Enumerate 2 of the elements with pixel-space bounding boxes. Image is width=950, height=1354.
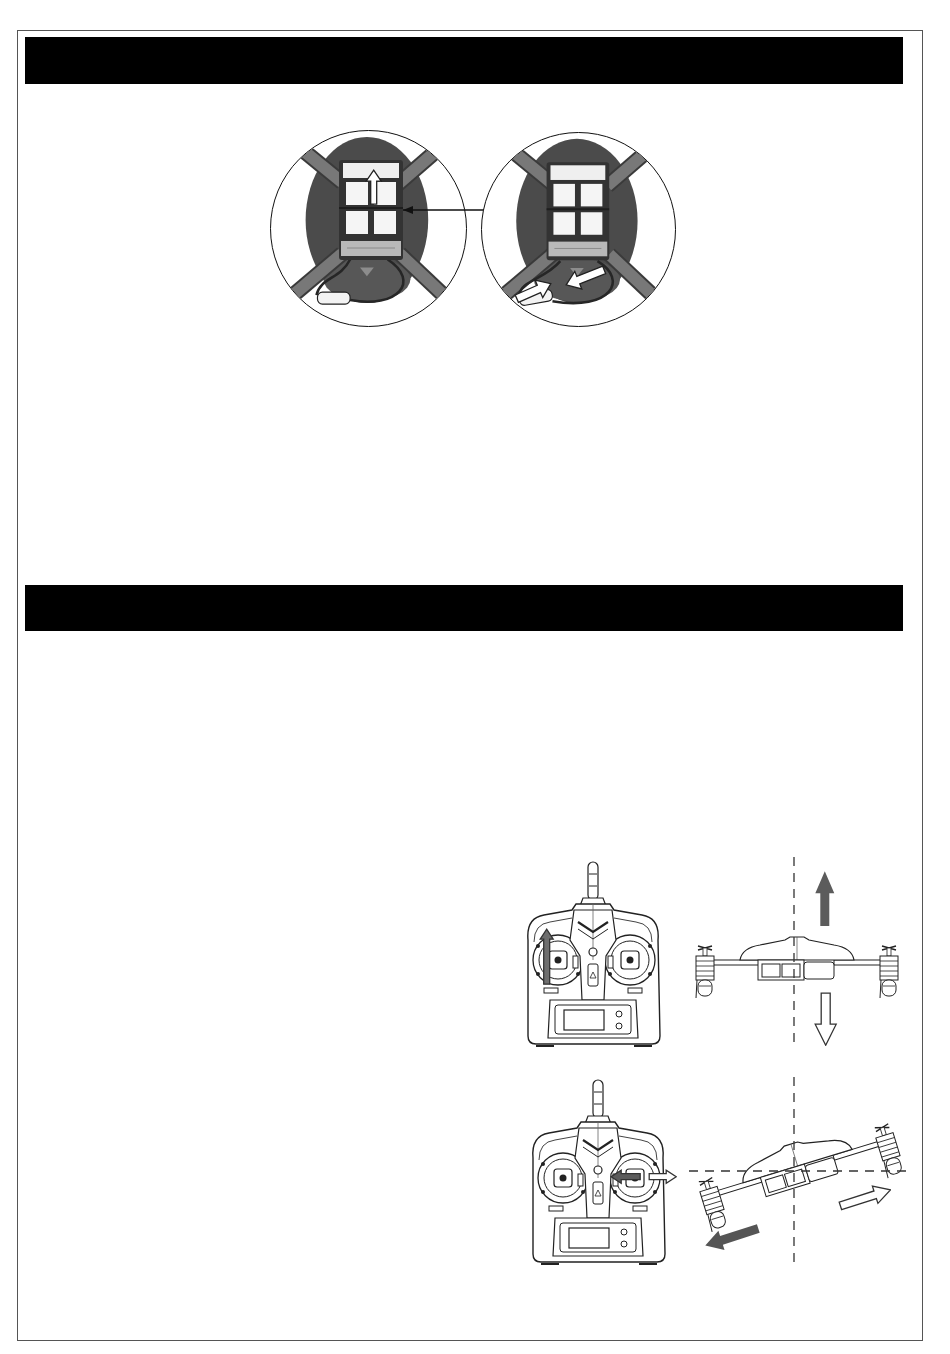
arrow — [402, 206, 485, 214]
battery-pack — [339, 160, 403, 260]
